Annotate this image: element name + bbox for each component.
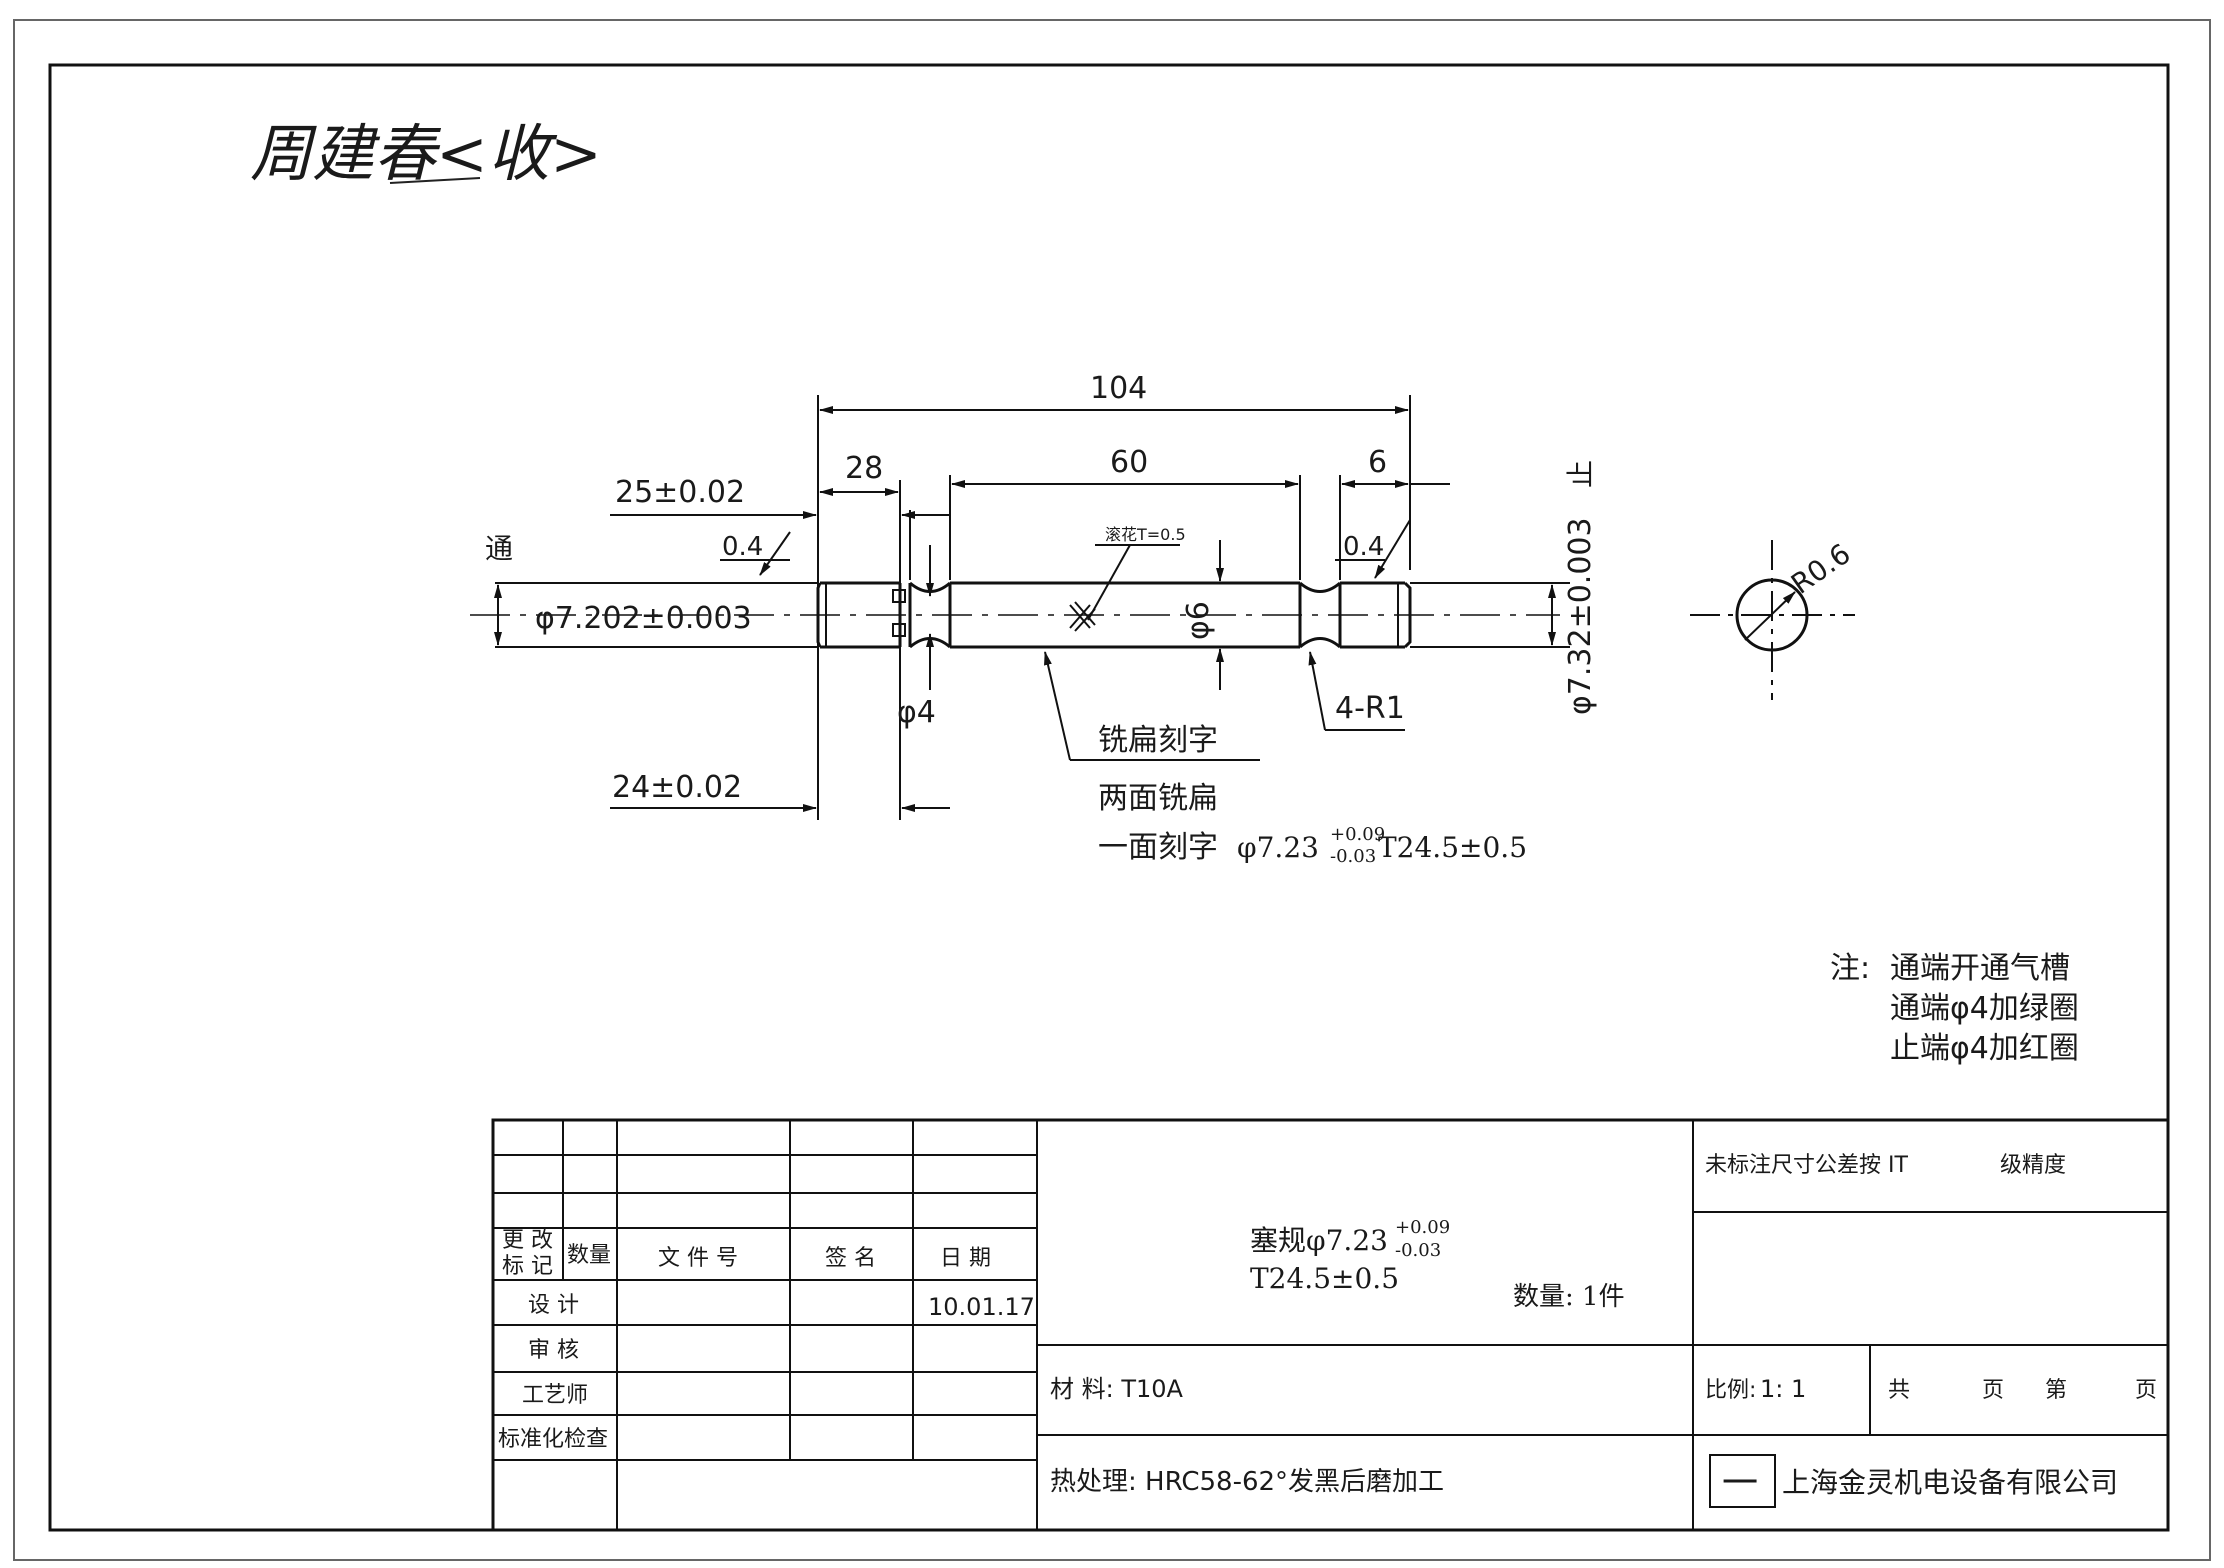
dim-neck-diameter: φ4 (897, 695, 936, 730)
dim-right-section: 6 (1368, 445, 1387, 480)
role-process: 工艺师 (522, 1383, 588, 1408)
header-change-mark-1: 更 改 (502, 1228, 553, 1253)
sheet-trim-border (13, 19, 2211, 1561)
sheet-page-2: 页 (2135, 1378, 2157, 1403)
header-signature: 签 名 (825, 1246, 876, 1271)
dim-go-length-upper: 25±0.02 (615, 475, 745, 510)
part-name-tol-lower: -0.03 (1395, 1240, 1441, 1261)
dim-middle-section: 60 (1110, 445, 1148, 480)
note-line-3: 止端φ4加红圈 (1890, 1031, 2079, 1066)
dim-left-section: 28 (845, 451, 883, 486)
engrave-suffix: T24.5±0.5 (1378, 831, 1527, 864)
handwritten-underline (389, 177, 481, 184)
note-line-2: 通端φ4加绿圈 (1890, 991, 2079, 1026)
engrave-prefix-label: 一面刻字 (1098, 830, 1218, 865)
scale-label: 比例: (1705, 1378, 1756, 1403)
knurl-label: 滚花T=0.5 (1105, 525, 1186, 544)
sheet-total: 共 (1888, 1378, 1910, 1403)
role-review: 审 核 (528, 1338, 579, 1363)
title-block-grid (491, 1118, 2170, 1532)
dim-overall-length: 104 (1090, 371, 1147, 406)
scale-value: 1: 1 (1760, 1375, 1806, 1403)
sheet-no: 第 (2045, 1378, 2067, 1403)
header-change-mark-2: 标 记 (502, 1254, 553, 1279)
gauge-part-outline (470, 581, 1560, 649)
design-date: 10.01.17 (928, 1293, 1035, 1321)
sheet-page: 页 (1982, 1378, 2004, 1403)
mill-flat-label: 铣扁刻字 (1098, 723, 1218, 758)
dim-chamfer-right: 0.4 (1343, 532, 1384, 562)
company-name: 上海金灵机电设备有限公司 (1782, 1466, 2118, 1499)
knurl-mark (1069, 601, 1096, 632)
dimension-lines (494, 395, 1570, 820)
dim-chamfer-left: 0.4 (722, 532, 763, 562)
two-sides-label: 两面铣扁 (1098, 781, 1218, 816)
material-label: 材 料: T10A (1050, 1375, 1184, 1403)
header-date: 日 期 (940, 1246, 991, 1271)
header-document-no: 文 件 号 (658, 1246, 738, 1271)
notes-heading: 注: (1830, 951, 1870, 986)
dim-nogo-diameter: φ7.32±0.003 (1563, 517, 1598, 715)
dim-go-length-lower: 24±0.02 (612, 770, 742, 805)
handwritten-note: 周建春<收> (250, 117, 602, 190)
role-design: 设 计 (528, 1293, 579, 1318)
header-quantity: 数量 (567, 1243, 611, 1268)
tolerance-note: 未标注尺寸公差按 IT (1705, 1153, 1908, 1178)
dim-groove-radius: 4-R1 (1335, 691, 1405, 726)
engrave-tol-lower: -0.03 (1330, 846, 1376, 867)
go-end-label: 通 (485, 532, 513, 565)
engrave-tol-upper: +0.09 (1330, 824, 1385, 845)
end-section-view (1690, 540, 1855, 700)
dim-handle-diameter: φ6 (1181, 601, 1216, 640)
part-name-base: 塞规φ7.23 (1250, 1224, 1388, 1257)
company-logo: 一 (1722, 1463, 1758, 1504)
note-line-1: 通端开通气槽 (1890, 951, 2070, 986)
tolerance-grade: 级精度 (2000, 1153, 2066, 1178)
engrave-base: φ7.23 (1237, 831, 1319, 864)
quantity-label: 数量: 1件 (1513, 1282, 1625, 1312)
nogo-end-label: 止 (1564, 460, 1597, 488)
part-name-tol-upper: +0.09 (1395, 1217, 1450, 1238)
part-name-line2: T24.5±0.5 (1250, 1262, 1399, 1295)
role-standardization: 标准化检查 (498, 1427, 608, 1452)
dim-go-diameter: φ7.202±0.003 (535, 601, 752, 636)
heat-treatment: 热处理: HRC58-62°发黑后磨加工 (1050, 1467, 1444, 1497)
